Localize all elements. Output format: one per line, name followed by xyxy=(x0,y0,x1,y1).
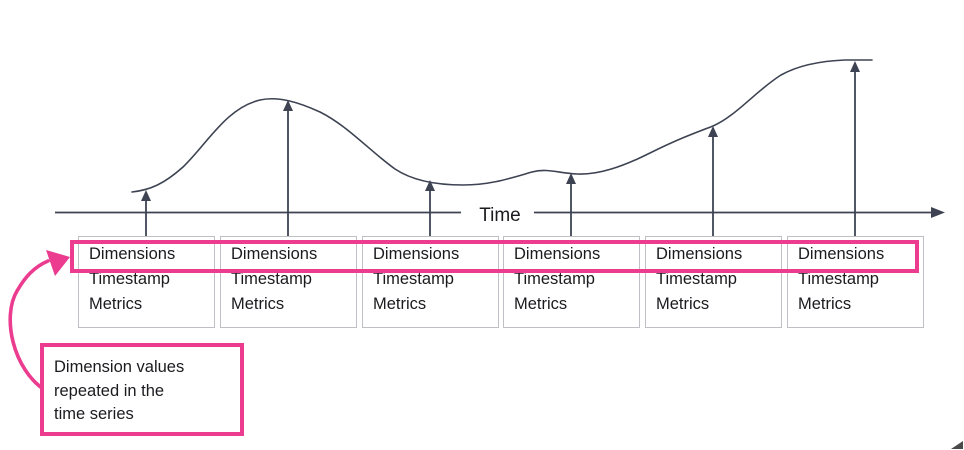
record-field-timestamp: Timestamp xyxy=(656,270,737,288)
sample-arrow-icon xyxy=(283,100,293,237)
record-field-timestamp: Timestamp xyxy=(798,270,879,288)
sample-arrow-icon xyxy=(141,190,151,237)
record-field-timestamp: Timestamp xyxy=(231,270,312,288)
record-card: Dimensions Timestamp Metrics xyxy=(78,236,215,328)
annotation-arrowhead-icon xyxy=(46,250,70,276)
sample-arrow-icon xyxy=(850,61,860,237)
annotation-text-line: time series xyxy=(54,405,134,423)
record-field-metrics: Metrics xyxy=(231,295,285,313)
annotation-text-line: repeated in the xyxy=(54,381,165,400)
record-field-timestamp: Timestamp xyxy=(373,270,454,288)
sample-arrow-icon xyxy=(708,126,718,237)
record-field-metrics: Metrics xyxy=(798,295,852,313)
record-field-metrics: Metrics xyxy=(656,295,710,313)
sample-arrow-icon xyxy=(566,173,576,237)
record-card: Dimensions Timestamp Metrics xyxy=(645,236,782,328)
record-field-dimensions: Dimensions xyxy=(514,245,601,263)
record-field-metrics: Metrics xyxy=(514,295,568,313)
record-field-dimensions: Dimensions xyxy=(656,245,743,263)
record-field-timestamp: Timestamp xyxy=(89,270,170,288)
record-card: Dimensions Timestamp Metrics xyxy=(503,236,640,328)
record-card: Dimensions Timestamp Metrics xyxy=(787,236,924,328)
record-field-dimensions: Dimensions xyxy=(798,245,885,263)
time-axis-arrowhead-icon xyxy=(931,207,945,218)
record-card: Dimensions Timestamp Metrics xyxy=(220,236,357,328)
record-field-timestamp: Timestamp xyxy=(514,270,595,288)
record-field-dimensions: Dimensions xyxy=(373,245,460,263)
record-field-dimensions: Dimensions xyxy=(231,245,318,263)
record-field-metrics: Metrics xyxy=(373,295,427,313)
annotation-box: Dimension values repeated in the time se… xyxy=(40,343,244,436)
time-series-curve xyxy=(131,59,873,193)
annotation-arrow-icon xyxy=(8,259,50,393)
record-field-dimensions: Dimensions xyxy=(89,245,176,263)
corner-artifact-icon xyxy=(951,441,963,449)
sample-arrow-icon xyxy=(425,180,435,237)
time-axis-label: Time xyxy=(479,205,521,226)
annotation-text-line: Dimension values xyxy=(54,358,185,376)
record-field-metrics: Metrics xyxy=(89,295,143,313)
record-card: Dimensions Timestamp Metrics xyxy=(362,236,499,328)
